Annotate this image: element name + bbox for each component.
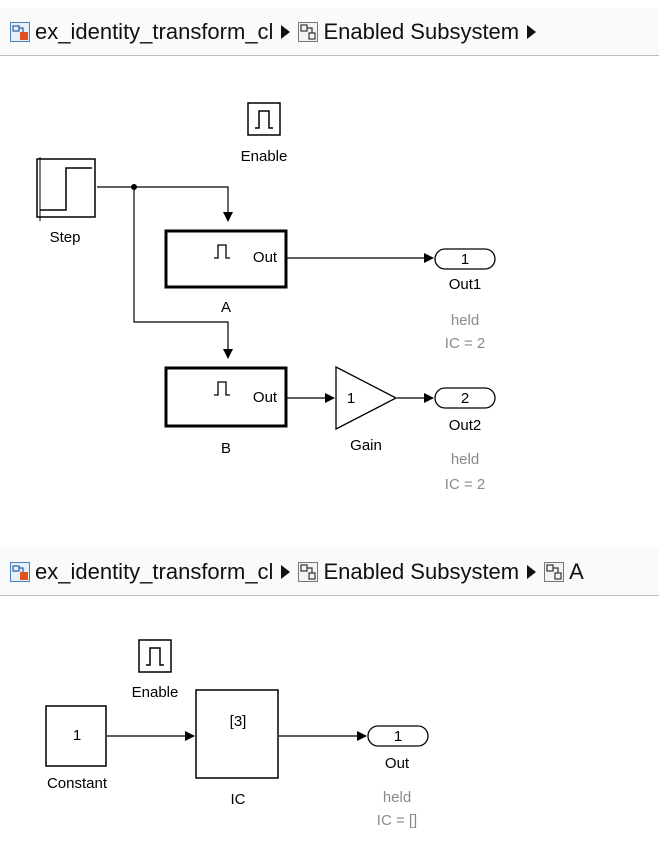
top-diagram-canvas: Enable Step Out A 1 Out1 held IC = 2 Out… (36, 102, 496, 493)
subsystem-icon (298, 561, 319, 582)
bottom-diagram-canvas: Enable 1 Constant [3] IC 1 Out held IC =… (45, 639, 429, 829)
subsystem-icon (298, 21, 319, 42)
subsystem-a-label: A (221, 299, 231, 316)
gain-label: Gain (350, 437, 382, 454)
breadcrumb-model-label: ex_identity_transform_cl (35, 18, 274, 44)
out-label: Out (385, 755, 410, 772)
out1-ic-annotation: IC = 2 (445, 335, 485, 352)
subsystem-a-port-label: Out (253, 249, 278, 266)
step-label: Step (50, 229, 81, 246)
out-held-annotation: held (383, 789, 411, 806)
enable-label: Enable (241, 148, 288, 165)
breadcrumb-separator-icon (527, 24, 537, 39)
breadcrumb-subsystem[interactable]: Enabled Subsystem (298, 19, 519, 45)
subsystem-b-port-label: Out (253, 389, 278, 406)
breadcrumb-subsystem-label: Enabled Subsystem (323, 18, 520, 44)
ic-label: IC (231, 791, 246, 808)
gain-value: 1 (347, 390, 355, 407)
top-breadcrumb-bar: ex_identity_transform_cl Enabled Subsyst… (0, 8, 659, 56)
breadcrumb-model[interactable]: ex_identity_transform_cl (10, 19, 273, 45)
model-icon (10, 561, 30, 582)
breadcrumb-model-label: ex_identity_transform_cl (35, 558, 274, 584)
enable-label: Enable (132, 684, 179, 701)
out2-port-number: 2 (461, 390, 469, 407)
bottom-breadcrumb-bar: ex_identity_transform_cl Enabled Subsyst… (0, 548, 659, 596)
constant-block[interactable] (45, 705, 107, 767)
out2-label: Out2 (449, 417, 482, 434)
out2-port-block[interactable] (434, 387, 496, 409)
signal-line (97, 186, 233, 222)
out-port-block[interactable] (367, 725, 429, 747)
constant-label: Constant (47, 775, 108, 792)
subsystem-a-block[interactable] (164, 229, 288, 289)
gain-block[interactable] (335, 365, 398, 431)
out-port-number: 1 (394, 728, 402, 745)
out2-ic-annotation: IC = 2 (445, 476, 485, 493)
signal-line (133, 187, 233, 359)
breadcrumb-separator-icon (527, 564, 537, 579)
subsystem-b-label: B (221, 440, 231, 457)
breadcrumb-subsystem-label: Enabled Subsystem (323, 558, 520, 584)
out1-held-annotation: held (451, 312, 479, 329)
out1-label: Out1 (449, 276, 482, 293)
breadcrumb-model[interactable]: ex_identity_transform_cl (10, 559, 273, 585)
breadcrumb-subsystem-a-label: A (569, 558, 584, 584)
model-icon (10, 21, 30, 42)
enable-port-block[interactable] (138, 639, 172, 673)
out1-port-block[interactable] (434, 248, 496, 270)
ic-value: [3] (230, 713, 247, 730)
step-block[interactable] (36, 157, 96, 221)
subsystem-b-block[interactable] (164, 366, 288, 428)
out1-port-number: 1 (461, 251, 469, 268)
out-ic-annotation: IC = [] (377, 812, 417, 829)
breadcrumb-subsystem-a[interactable]: A (544, 559, 584, 585)
breadcrumb-separator-icon (281, 564, 291, 579)
breadcrumb-subsystem[interactable]: Enabled Subsystem (298, 559, 519, 585)
out2-held-annotation: held (451, 451, 479, 468)
subsystem-icon (544, 561, 565, 582)
constant-value: 1 (73, 727, 81, 744)
breadcrumb-separator-icon (281, 24, 291, 39)
ic-block[interactable] (195, 689, 279, 779)
enable-port-block[interactable] (247, 102, 281, 136)
